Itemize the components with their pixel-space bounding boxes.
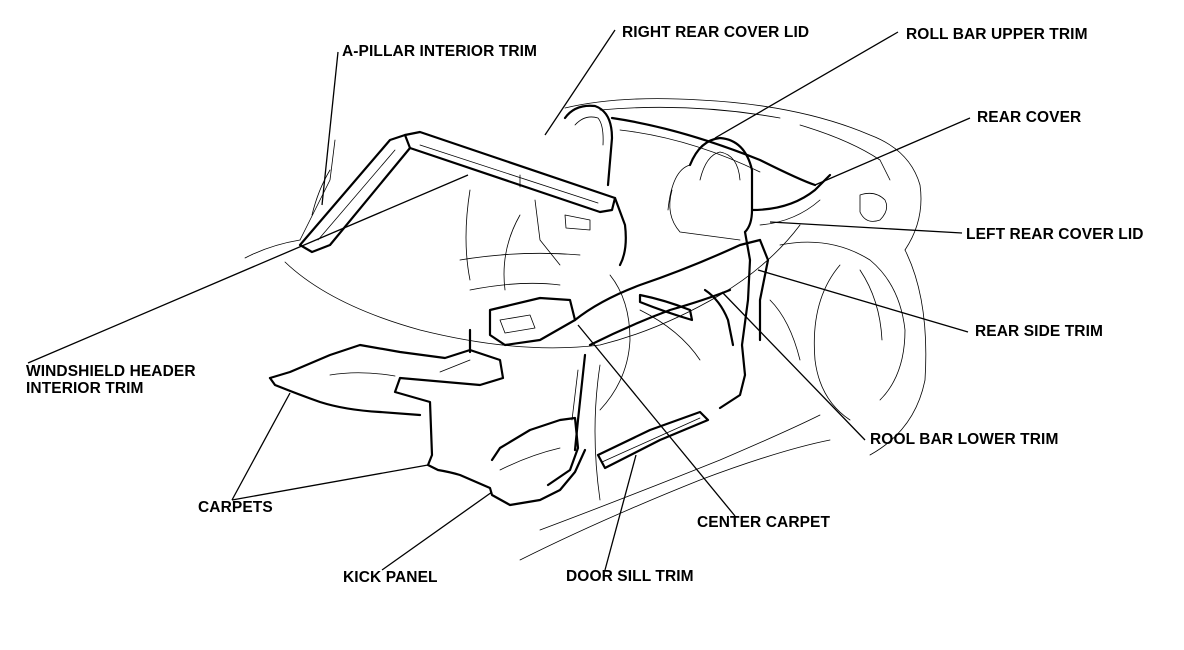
label-door-sill-trim: DOOR SILL TRIM [566, 568, 694, 585]
label-a-pillar-interior-trim: A-PILLAR INTERIOR TRIM [342, 43, 538, 60]
car-body-outline [244, 98, 927, 561]
label-rear-cover: REAR COVER [977, 109, 1082, 126]
label-rear-side-trim: REAR SIDE TRIM [975, 323, 1103, 340]
a-pillar-shape [298, 133, 627, 267]
label-center-carpet: CENTER CARPET [697, 514, 831, 531]
label-carpets: CARPETS [198, 499, 273, 516]
label-rool-bar-lower-trim: ROOL BAR LOWER TRIM [870, 431, 1059, 448]
windshield-header-shape [403, 130, 617, 214]
label-windshield-header-line2: INTERIOR TRIM [26, 380, 144, 397]
label-windshield-header-line1: WINDSHIELD HEADER [26, 363, 196, 380]
label-left-rear-cover-lid: LEFT REAR COVER LID [966, 226, 1144, 243]
roll-bar-shapes [563, 104, 832, 241]
label-kick-panel: KICK PANEL [343, 569, 438, 586]
leader-lines [27, 29, 971, 571]
carpet-shapes [268, 189, 770, 507]
label-right-rear-cover-lid: RIGHT REAR COVER LID [622, 24, 810, 41]
label-roll-bar-upper-trim: ROLL BAR UPPER TRIM [906, 26, 1088, 43]
